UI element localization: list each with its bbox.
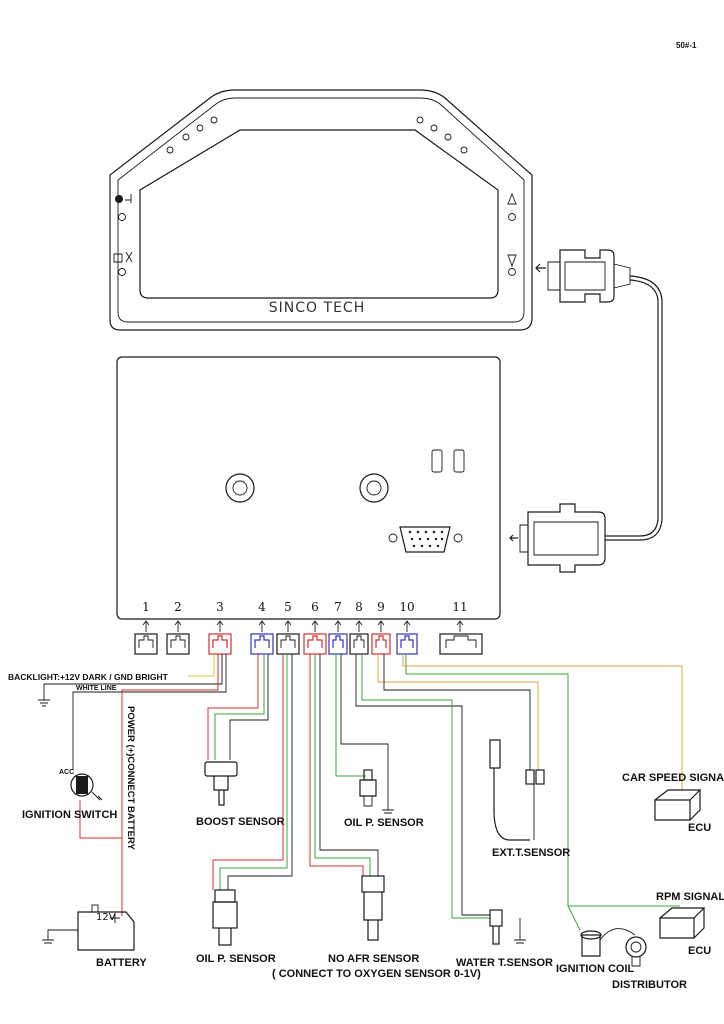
oil-p-sensor-top-label: OIL P. SENSOR <box>344 817 424 829</box>
wire-oilp-green <box>219 654 288 890</box>
pin-number: 9 <box>377 600 385 614</box>
plug-8 <box>349 633 369 655</box>
wire-speed-orange <box>402 654 683 790</box>
brand-label: SINCO TECH <box>269 300 365 316</box>
db9-connector-bottom <box>509 503 606 573</box>
pin-number: 8 <box>355 600 363 614</box>
distributor <box>625 936 647 967</box>
boost-sensor-label: BOOST SENSOR <box>196 816 285 828</box>
ext-sensor-label: EXT.T.SENSOR <box>492 847 570 859</box>
ecu-top-label: ECU <box>688 822 711 834</box>
afr-note-label: ( CONNECT TO OXYGEN SENSOR 0-1V) <box>272 968 481 980</box>
connector-arrows <box>142 620 464 632</box>
afr-sensor-label: NO AFR SENSOR <box>328 953 419 965</box>
cable-loop-inner <box>605 279 659 537</box>
car-speed-label: CAR SPEED SIGNAL <box>622 772 724 784</box>
up-arrow-icon <box>507 192 517 205</box>
wiper-icon <box>113 251 133 263</box>
wire-oilp-top-green <box>335 654 366 777</box>
rpm-signal-label: RPM SIGNAL <box>656 891 724 903</box>
wire-boost-green <box>214 654 265 760</box>
oil-pressure-sensor-top <box>359 769 394 814</box>
pin-number: 7 <box>334 600 342 614</box>
wire-backlight <box>188 654 215 677</box>
ignition-coil <box>580 928 636 957</box>
control-box <box>116 356 501 620</box>
connector-plugs <box>134 633 483 655</box>
ground-symbol <box>38 684 50 707</box>
white-line-label: WHITE LINE <box>76 685 117 692</box>
plug-5 <box>276 633 300 655</box>
wire-rpm-coil <box>567 905 581 931</box>
backlight-label: BACKLIGHT:+12V DARK / GND BRIGHT <box>8 672 169 682</box>
gear-icon <box>115 194 132 203</box>
pin-number: 2 <box>174 600 182 614</box>
ecu-bottom-label: ECU <box>688 945 711 957</box>
pin-number: 3 <box>216 600 224 614</box>
plug-7 <box>328 633 348 655</box>
plug-6 <box>303 633 327 655</box>
vga-port <box>388 526 463 553</box>
wire-water-green <box>361 654 490 919</box>
distributor-label: DISTRIBUTOR <box>612 979 687 991</box>
wire-boost-red <box>207 654 259 760</box>
connector-numbers: 1 2 3 4 5 6 7 8 9 10 11 <box>142 600 467 614</box>
plug-11 <box>439 633 483 655</box>
wire-oilp-black <box>227 654 293 890</box>
pin-number: 4 <box>258 600 266 614</box>
dash-display: SINCO TECH <box>109 89 533 331</box>
cable-loop <box>605 275 663 541</box>
oil-pressure-sensor-bottom <box>212 889 238 946</box>
acc-label: ACC <box>59 769 74 776</box>
battery: 12V <box>42 904 135 951</box>
ignition-switch-label: IGNITION SWITCH <box>22 809 117 821</box>
wire-boost-black <box>229 654 269 760</box>
pin-number: 10 <box>399 600 414 614</box>
wire-power <box>121 654 219 916</box>
down-arrow-icon <box>507 254 517 268</box>
power-label: POWER (+)CONNECT BATTERY <box>125 706 136 850</box>
pin-number: 5 <box>284 600 292 614</box>
ignition-switch: ACC <box>59 769 103 801</box>
wire-afr-black <box>319 654 379 876</box>
wire-backlight-ground <box>44 654 223 685</box>
battery-voltage: 12V <box>96 912 116 923</box>
plug-3 <box>208 633 232 655</box>
page-code: 50#-1 <box>676 41 697 50</box>
water-temp-sensor <box>489 909 526 945</box>
pin-number: 1 <box>142 600 150 614</box>
wire-rpm-green <box>405 654 680 907</box>
boost-sensor <box>204 761 238 806</box>
wire-afr-green <box>314 654 371 876</box>
db9-connector-top <box>535 249 631 303</box>
plug-4 <box>250 633 274 655</box>
plug-2 <box>166 633 190 655</box>
wire-oilp-red <box>212 654 284 890</box>
ecu-top <box>654 789 702 821</box>
ignition-coil-label: IGNITION COIL <box>556 963 635 975</box>
wire-white-line <box>72 654 227 770</box>
pin-number: 6 <box>311 600 319 614</box>
water-sensor-label: WATER T.SENSOR <box>456 957 553 969</box>
wire-afr-red <box>309 654 364 876</box>
wire-ext-black <box>383 654 531 770</box>
oil-p-sensor-bottom-label: OIL P. SENSOR <box>196 953 276 965</box>
ecu-bottom <box>659 907 706 939</box>
ext-temp-sensor <box>489 739 545 841</box>
afr-sensor <box>361 875 385 941</box>
pin-number: 11 <box>452 600 467 614</box>
wire-oilp-top-black <box>340 654 389 800</box>
plug-1 <box>134 633 158 655</box>
wire-ign-switch <box>79 800 122 839</box>
led-row <box>118 116 516 276</box>
plug-10 <box>396 633 418 655</box>
wire-water-black <box>355 654 490 916</box>
wire-ext-orange <box>377 654 539 770</box>
battery-label: BATTERY <box>96 957 147 969</box>
plug-9 <box>371 633 391 655</box>
